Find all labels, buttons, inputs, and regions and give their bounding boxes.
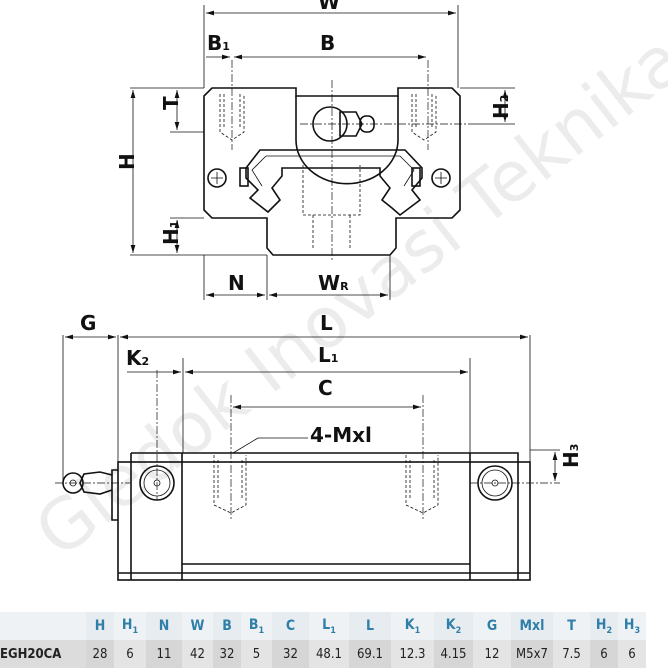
dim-WR: WR bbox=[318, 271, 349, 295]
column-header: H3 bbox=[618, 612, 646, 640]
value-cell: 5 bbox=[241, 640, 272, 668]
column-header-subscript: 1 bbox=[258, 625, 265, 636]
column-header-subscript: 3 bbox=[634, 625, 641, 636]
value-cell: 28 bbox=[86, 640, 114, 668]
column-header-subscript: 2 bbox=[606, 625, 613, 636]
column-header-label: T bbox=[567, 618, 576, 634]
column-header-label: L bbox=[322, 616, 331, 633]
holes-label: 4-Mxl bbox=[310, 423, 372, 447]
column-header-subscript: 1 bbox=[330, 625, 336, 636]
model-cell: EGH20CA bbox=[0, 640, 86, 668]
value-cell: 42 bbox=[182, 640, 213, 668]
column-header-label: N bbox=[158, 618, 170, 634]
column-header: K1 bbox=[391, 612, 434, 640]
column-header: H2 bbox=[590, 612, 618, 640]
column-header-label: G bbox=[486, 618, 498, 634]
column-header-label: H bbox=[623, 616, 635, 633]
side-view: G L K2 L1 C 4-Mxl H3 bbox=[55, 311, 583, 581]
value-cell: 6 bbox=[618, 640, 646, 668]
value-cell: 48.1 bbox=[309, 640, 349, 668]
filler bbox=[646, 612, 668, 640]
column-header: T bbox=[553, 612, 590, 640]
value-cell: 32 bbox=[272, 640, 309, 668]
column-header-label: C bbox=[285, 618, 296, 634]
value-cell: 11 bbox=[146, 640, 182, 668]
dim-C: C bbox=[318, 376, 333, 400]
column-header-subscript: 1 bbox=[132, 625, 139, 636]
column-header-label: B bbox=[222, 618, 232, 634]
value-cell: 6 bbox=[114, 640, 146, 668]
value-cell: M5x7 bbox=[511, 640, 553, 668]
column-header-subscript: 1 bbox=[414, 625, 421, 636]
column-header-subscript: 2 bbox=[455, 625, 462, 636]
column-header-label: W bbox=[190, 618, 205, 634]
dim-N: N bbox=[228, 271, 245, 295]
value-cell: 7.5 bbox=[553, 640, 590, 668]
column-header-label: B bbox=[248, 616, 259, 633]
column-header-label: K bbox=[445, 616, 456, 633]
column-header: K2 bbox=[434, 612, 473, 640]
technical-drawing: Gledok Inovasi Teknika W B1 B T H H1 bbox=[20, 0, 668, 581]
dim-H2: H2 bbox=[489, 95, 513, 119]
column-header-label: H bbox=[121, 616, 133, 633]
column-header: W bbox=[182, 612, 213, 640]
dim-B1: B1 bbox=[207, 31, 230, 55]
dim-G: G bbox=[80, 311, 96, 335]
column-header: B1 bbox=[241, 612, 272, 640]
value-cell: 6 bbox=[590, 640, 618, 668]
column-header: N bbox=[146, 612, 182, 640]
dim-B: B bbox=[320, 31, 335, 55]
dim-L1: L1 bbox=[318, 343, 338, 367]
column-header: H bbox=[86, 612, 114, 640]
watermark: Gledok Inovasi Teknika bbox=[20, 18, 668, 574]
dim-H1: H1 bbox=[159, 221, 183, 245]
column-header: L1 bbox=[309, 612, 349, 640]
value-cell: 32 bbox=[213, 640, 241, 668]
column-header: B bbox=[213, 612, 241, 640]
dim-T: T bbox=[159, 96, 183, 110]
dim-K2: K2 bbox=[126, 346, 149, 370]
dim-L: L bbox=[320, 311, 333, 335]
column-header: G bbox=[473, 612, 511, 640]
column-header-label: H bbox=[595, 616, 607, 633]
header-blank bbox=[0, 612, 86, 640]
column-header: L bbox=[349, 612, 391, 640]
value-cell: 12.3 bbox=[391, 640, 434, 668]
value-cell: 12 bbox=[473, 640, 511, 668]
dim-H: H bbox=[115, 153, 139, 170]
column-header: Mxl bbox=[511, 612, 553, 640]
column-header-label: K bbox=[404, 616, 415, 633]
column-header-label: H bbox=[94, 618, 106, 634]
value-cell: 69.1 bbox=[349, 640, 391, 668]
dim-W: W bbox=[318, 0, 340, 14]
front-view: W B1 B T H H1 H2 N WR bbox=[115, 0, 515, 300]
column-header-label: Mxl bbox=[519, 618, 545, 634]
column-header: H1 bbox=[114, 612, 146, 640]
dim-H3: H3 bbox=[559, 444, 583, 468]
value-cell: 4.15 bbox=[434, 640, 473, 668]
column-header: C bbox=[272, 612, 309, 640]
column-header-label: L bbox=[365, 618, 375, 634]
filler bbox=[646, 640, 668, 668]
